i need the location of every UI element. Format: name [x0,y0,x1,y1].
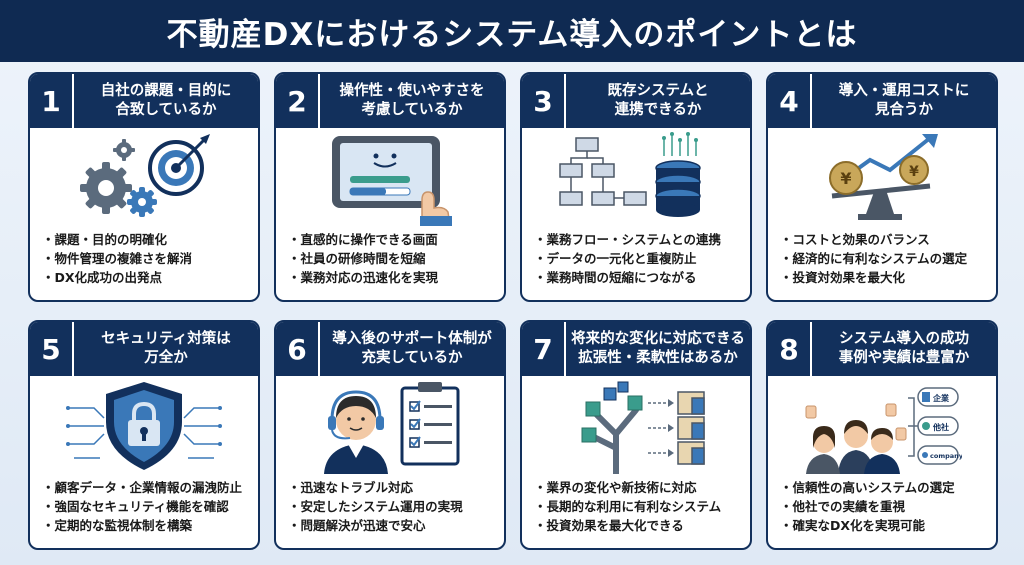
bullet-item: 投資効果を最大化できる [534,516,742,535]
card-title: 将来的な変化に対応できる 拡張性・柔軟性はあるか [566,322,750,376]
card-title: 自社の課題・目的に 合致しているか [74,74,258,128]
card-header: 3 既存システムと 連携できるか [522,74,750,128]
bullet-item: 強固なセキュリティ機能を確認 [42,497,250,516]
card-title-line: 既存システムと [607,83,709,100]
illu-label: company [930,452,962,460]
expansion-tree-icon [522,376,750,476]
card-title-line: 操作性・使いやすさを [339,83,485,100]
support-operator-icon [276,376,504,476]
bullet-item: 長期的な利用に有利なシステム [534,497,742,516]
card-title-line: 導入・運用コストに [838,83,970,100]
card-title: 導入・運用コストに 見合うか [812,74,996,128]
card-title: 導入後のサポート体制が 充実しているか [320,322,504,376]
page-title: 不動産DXにおけるシステム導入のポイントとは [166,16,858,53]
card-bullets: 業務フロー・システムとの連携 データの一元化と重複防止 業務時間の短縮につながる [522,228,750,287]
card-title: セキュリティ対策は 万全か [74,322,258,376]
point-card-6: 6 導入後のサポート体制が 充実しているか [274,320,506,550]
bullet-item: 他社での実績を重視 [780,497,988,516]
point-card-1: 1 自社の課題・目的に 合致しているか [28,72,260,302]
card-title: システム導入の成功 事例や実績は豊富か [812,322,996,376]
card-header: 6 導入後のサポート体制が 充実しているか [276,322,504,376]
card-header: 5 セキュリティ対策は 万全か [30,322,258,376]
card-number: 6 [276,322,320,376]
card-title-line: 事例や実績は豊富か [838,350,970,366]
card-header: 4 導入・運用コストに 見合うか [768,74,996,128]
points-grid: 1 自社の課題・目的に 合致しているか [28,72,998,550]
card-header: 8 システム導入の成功 事例や実績は豊富か [768,322,996,376]
bullet-item: 経済的に有利なシステムの選定 [780,249,988,268]
bullet-item: 業務対応の迅速化を実現 [288,268,496,287]
card-title: 既存システムと 連携できるか [566,74,750,128]
card-number: 2 [276,74,320,128]
bullet-item: 安定したシステム運用の実現 [288,497,496,516]
card-number: 8 [768,322,812,376]
card-bullets: 業界の変化や新技術に対応 長期的な利用に有利なシステム 投資効果を最大化できる [522,476,750,535]
card-header: 1 自社の課題・目的に 合致しているか [30,74,258,128]
point-card-2: 2 操作性・使いやすさを 考慮しているか 直感的に操作できる画面 社 [274,72,506,302]
card-bullets: 課題・目的の明確化 物件管理の複雑さを解消 DX化成功の出発点 [30,228,258,287]
card-bullets: 顧客データ・企業情報の漏洩防止 強固なセキュリティ機能を確認 定期的な監視体制を… [30,476,258,535]
bullet-item: 定期的な監視体制を構築 [42,516,250,535]
bullet-item: 信頼性の高いシステムの選定 [780,478,988,497]
point-card-5: 5 セキュリティ対策は 万全か [28,320,260,550]
card-header: 2 操作性・使いやすさを 考慮しているか [276,74,504,128]
card-number: 3 [522,74,566,128]
card-title: 操作性・使いやすさを 考慮しているか [320,74,504,128]
card-header: 7 将来的な変化に対応できる 拡張性・柔軟性はあるか [522,322,750,376]
shield-lock-icon [30,376,258,476]
success-people-icon: 企業 他社 company [768,376,996,476]
card-bullets: 迅速なトラブル対応 安定したシステム運用の実現 問題解決が迅速で安心 [276,476,504,535]
card-title-line: セキュリティ対策は [101,331,231,348]
bullet-item: 社員の研修時間を短縮 [288,249,496,268]
bullet-item: コストと効果のバランス [780,230,988,249]
card-number: 4 [768,74,812,128]
card-title-line: 連携できるか [614,102,702,118]
point-card-8: 8 システム導入の成功 事例や実績は豊富か [766,320,998,550]
tablet-touch-icon [276,128,504,228]
bullet-item: 迅速なトラブル対応 [288,478,496,497]
illu-label: 他社 [932,422,949,432]
card-bullets: 直感的に操作できる画面 社員の研修時間を短縮 業務対応の迅速化を実現 [276,228,504,287]
point-card-7: 7 将来的な変化に対応できる 拡張性・柔軟性はあるか [520,320,752,550]
flowchart-database-icon [522,128,750,228]
card-title-line: 見合うか [875,102,933,118]
illu-label: 企業 [932,393,950,403]
bullet-item: 業界の変化や新技術に対応 [534,478,742,497]
bullet-item: データの一元化と重複防止 [534,249,742,268]
bullet-item: 問題解決が迅速で安心 [288,516,496,535]
card-title-line: 将来的な変化に対応できる [571,331,745,348]
bullet-item: 物件管理の複雑さを解消 [42,249,250,268]
card-title-line: システム導入の成功 [838,331,970,348]
title-bar: 不動産DXにおけるシステム導入のポイントとは [0,0,1024,62]
gears-target-icon [30,128,258,228]
card-title-line: 充実しているか [361,350,463,366]
card-number: 1 [30,74,74,128]
svg-text:¥: ¥ [909,164,919,180]
card-bullets: コストと効果のバランス 経済的に有利なシステムの選定 投資対効果を最大化 [768,228,996,287]
card-title-line: 自社の課題・目的に [100,83,232,100]
card-title-line: 考慮しているか [361,102,463,118]
card-bullets: 信頼性の高いシステムの選定 他社での実績を重視 確実なDX化を実現可能 [768,476,996,535]
bullet-item: 業務フロー・システムとの連携 [534,230,742,249]
svg-text:¥: ¥ [840,169,851,188]
bullet-item: 直感的に操作できる画面 [288,230,496,249]
yen-balance-icon: ¥ ¥ [768,128,996,228]
card-title-line: 拡張性・柔軟性はあるか [578,350,738,366]
card-number: 5 [30,322,74,376]
bullet-item: 課題・目的の明確化 [42,230,250,249]
card-title-line: 導入後のサポート体制が [332,331,492,348]
point-card-3: 3 既存システムと 連携できるか [520,72,752,302]
card-number: 7 [522,322,566,376]
card-title-line: 万全か [144,350,188,366]
bullet-item: 業務時間の短縮につながる [534,268,742,287]
card-title-line: 合致しているか [115,102,217,118]
bullet-item: 確実なDX化を実現可能 [780,516,988,535]
bullet-item: 顧客データ・企業情報の漏洩防止 [42,478,250,497]
bullet-item: 投資対効果を最大化 [780,268,988,287]
point-card-4: 4 導入・運用コストに 見合うか ¥ ¥ コストと効果のバランス 経済的に有利な… [766,72,998,302]
bullet-item: DX化成功の出発点 [42,268,250,287]
